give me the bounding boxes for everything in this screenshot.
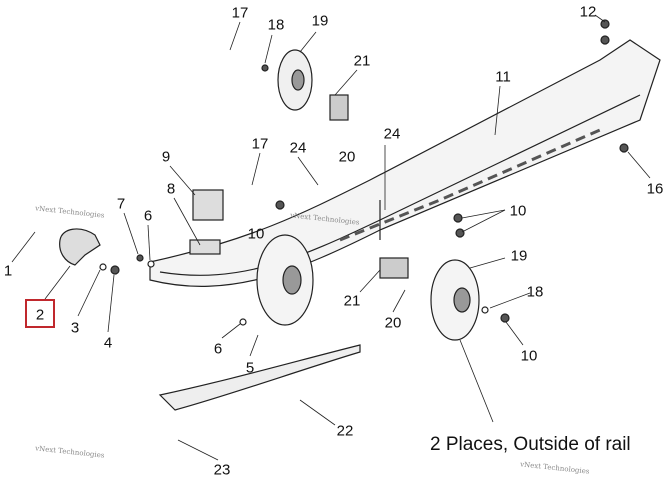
callout-16[interactable]: 16 <box>646 180 664 198</box>
callout-22[interactable]: 22 <box>336 422 354 440</box>
callout-20[interactable]: 20 <box>338 148 356 166</box>
callout-10[interactable]: 10 <box>509 202 527 220</box>
part-2-bracket <box>59 228 101 266</box>
callout-2[interactable]: 2 <box>35 306 45 324</box>
callout-4[interactable]: 4 <box>103 334 113 352</box>
callout-24[interactable]: 24 <box>383 125 401 143</box>
block-8 <box>189 239 221 255</box>
callout-24[interactable]: 24 <box>289 139 307 157</box>
highlight-box-part-2 <box>25 299 55 328</box>
callout-20[interactable]: 20 <box>384 314 402 332</box>
rail-11 <box>149 39 661 287</box>
callout-19[interactable]: 19 <box>510 247 528 265</box>
callout-18[interactable]: 18 <box>267 16 285 34</box>
callout-10[interactable]: 10 <box>247 225 265 243</box>
wheel-19-rear <box>430 259 480 341</box>
callout-21[interactable]: 21 <box>353 52 371 70</box>
fasteners <box>99 19 629 326</box>
callout-23[interactable]: 23 <box>213 461 231 477</box>
callout-18[interactable]: 18 <box>526 283 544 301</box>
wheel-19-top <box>277 49 313 111</box>
callout-6[interactable]: 6 <box>213 340 223 358</box>
callout-12[interactable]: 12 <box>579 3 597 21</box>
callout-1[interactable]: 1 <box>3 262 13 280</box>
callout-19[interactable]: 19 <box>311 12 329 30</box>
block-9 <box>192 189 224 221</box>
wheel-19-front <box>256 234 314 326</box>
callout-5[interactable]: 5 <box>245 359 255 377</box>
callout-3[interactable]: 3 <box>70 319 80 337</box>
callout-10[interactable]: 10 <box>520 347 538 365</box>
slide-22 <box>158 344 361 411</box>
callout-9[interactable]: 9 <box>161 148 171 166</box>
diagram-caption: 2 Places, Outside of rail <box>430 434 631 455</box>
callout-6[interactable]: 6 <box>143 207 153 225</box>
callout-17[interactable]: 17 <box>251 135 269 153</box>
leader-lines <box>11 14 651 461</box>
callout-7[interactable]: 7 <box>116 195 126 213</box>
callout-8[interactable]: 8 <box>166 180 176 198</box>
callout-17[interactable]: 17 <box>231 4 249 22</box>
callout-21[interactable]: 21 <box>343 292 361 310</box>
callout-11[interactable]: 11 <box>495 68 511 86</box>
